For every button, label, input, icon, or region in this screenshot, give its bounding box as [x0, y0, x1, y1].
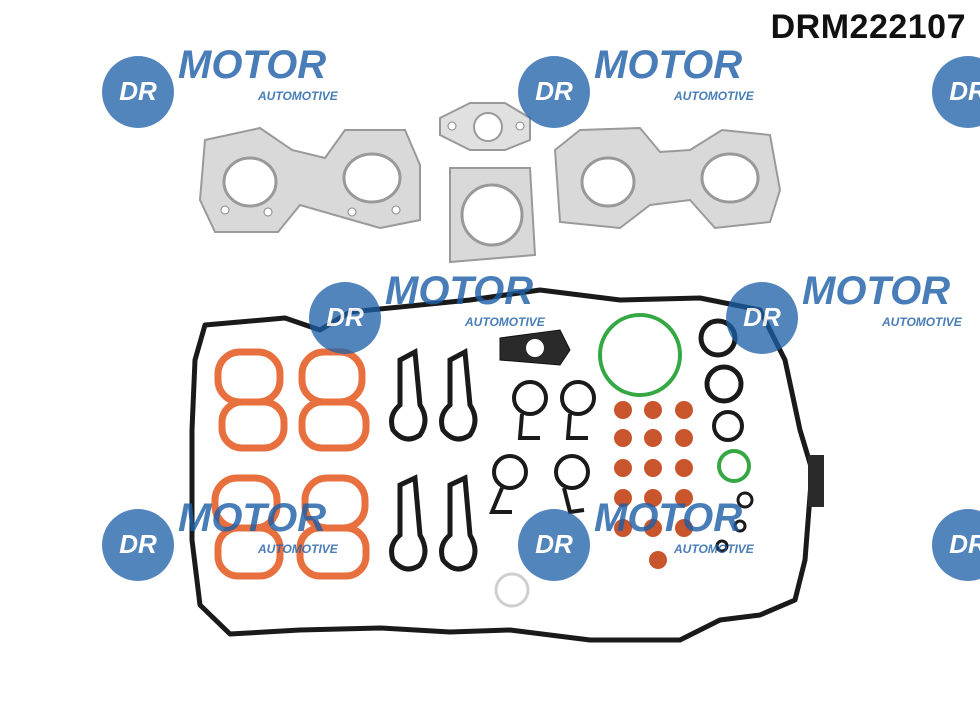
exhaust-manifold-gasket-left: [198, 126, 421, 233]
small-egr-gasket: [499, 329, 571, 366]
exhaust-manifold-gasket-right: [553, 126, 782, 230]
part-number: DRM222107: [770, 8, 966, 46]
o-rings-black: [698, 318, 754, 553]
gasket-connector-block: [808, 455, 824, 507]
injector-seals: [389, 348, 478, 572]
translucent-seal: [494, 572, 530, 608]
egr-gasket: [439, 102, 531, 151]
oil-seals: [489, 380, 596, 515]
green-o-ring-small: [717, 449, 751, 483]
watermark-logos: [102, 43, 980, 581]
green-o-ring-large: [598, 313, 682, 397]
turbo-gasket: [449, 167, 537, 264]
